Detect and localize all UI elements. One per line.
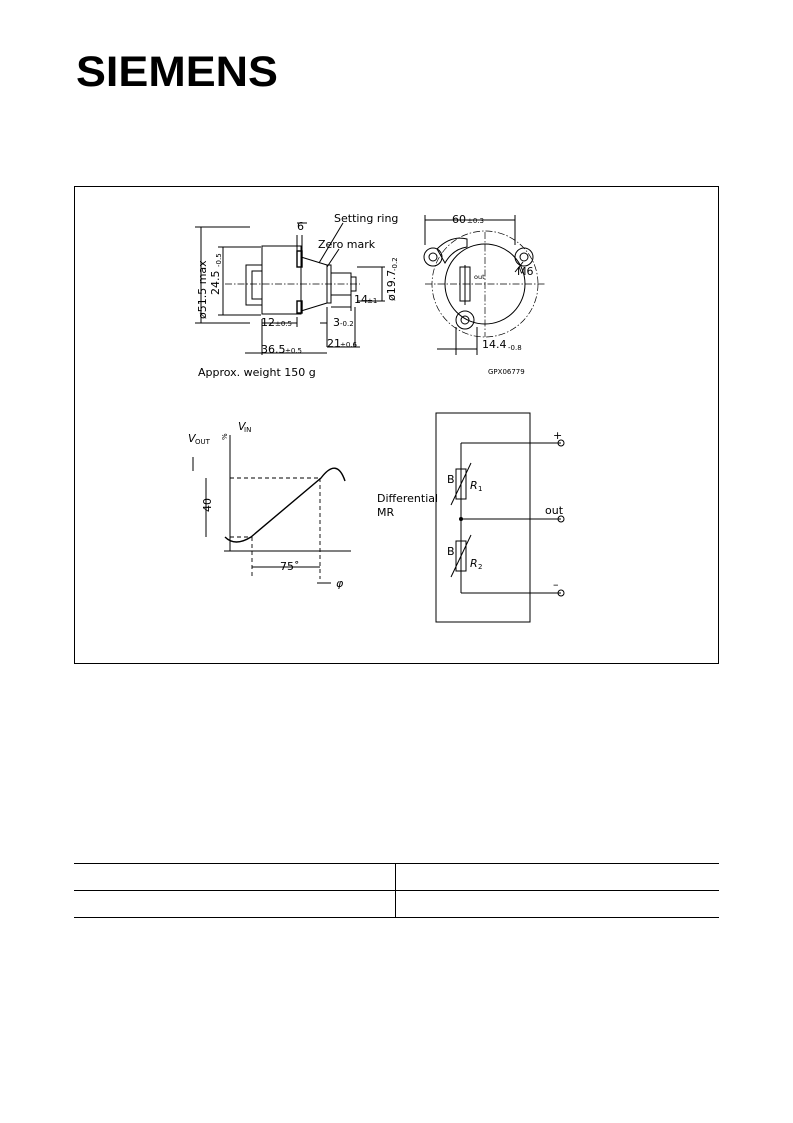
vin-sub-label: IN (244, 426, 251, 434)
zero-mark-label: Zero mark (318, 238, 376, 251)
dim-21-label: 21 (327, 337, 341, 350)
level-40-label: 40 (201, 498, 214, 512)
vout-label: V (188, 432, 197, 445)
angle-75-label: 75˚ (280, 560, 300, 573)
percent-label: % (221, 433, 229, 440)
vout-sub-label: OUT (195, 438, 211, 446)
drawing-code-label: GPX06779 (488, 368, 525, 376)
table-cell (395, 863, 719, 891)
dim-14-label: 14 (354, 293, 368, 306)
phi-label: φ (336, 577, 344, 590)
b-label-r1: B (447, 473, 455, 486)
circuit-title-line1: Differential (377, 492, 438, 505)
dim-3-tol: -0.2 (340, 320, 354, 328)
siemens-logo: SIEMENS (76, 50, 278, 90)
logo-text: SIEMENS (76, 50, 278, 90)
table-cell (395, 890, 719, 918)
dim-m6-label: M6 (517, 265, 534, 278)
dim-12-tol: ±0.5 (275, 320, 292, 328)
vin-label: V (238, 420, 247, 433)
b-label-r2: B (447, 545, 455, 558)
r2-sub-label: 2 (478, 563, 482, 571)
table-cell (74, 863, 396, 891)
dim-12-label: 12 (261, 316, 275, 329)
weight-label: Approx. weight 150 g (198, 366, 316, 379)
dim-36-5-label: 36.5 (261, 343, 286, 356)
terminal-out-label: out (545, 504, 564, 517)
dim-3-label: 3 (333, 316, 340, 329)
table-row (74, 890, 719, 918)
table-cell (74, 890, 396, 918)
dim-36-5-tol: ±0.5 (285, 347, 302, 355)
data-table (74, 863, 719, 918)
circuit-title-line2: MR (377, 506, 394, 519)
dim-14-tol: ±1 (367, 297, 377, 305)
circuit-diagram (435, 412, 565, 623)
dim-6-label: 6 (297, 220, 304, 233)
characteristic-curve (192, 435, 351, 584)
table-row (74, 863, 719, 891)
terminal-plus-label: + (553, 429, 562, 442)
dim-dia-19-7-label: ø19.7 (385, 270, 398, 301)
side-view (195, 222, 385, 355)
r2-label: R (470, 557, 478, 570)
dim-14-4-tol: -0.8 (508, 344, 522, 352)
dim-14-4-label: 14.4 (482, 338, 507, 351)
dim-24-5-label: 24.5 (209, 271, 222, 296)
connector-out-label: out (474, 273, 485, 281)
technical-drawing: Setting ring Zero mark 6 ø51.5 max 24.5 … (188, 212, 565, 623)
r1-sub-label: 1 (478, 485, 482, 493)
dim-60-tol: ±0.3 (467, 217, 484, 225)
dim-21-tol: ±0.6 (340, 341, 358, 349)
setting-ring-label: Setting ring (334, 212, 398, 225)
figure-box: Setting ring Zero mark 6 ø51.5 max 24.5 … (74, 186, 719, 664)
dim-24-5-tol: -0.5 (215, 253, 223, 267)
r1-label: R (470, 479, 478, 492)
dim-60-label: 60 (452, 213, 466, 226)
dim-dia-51-5-label: ø51.5 max (196, 260, 209, 319)
front-view (423, 215, 545, 355)
terminal-minus-label: – (553, 578, 559, 591)
dim-dia-19-7-tol: -0.2 (391, 257, 399, 271)
